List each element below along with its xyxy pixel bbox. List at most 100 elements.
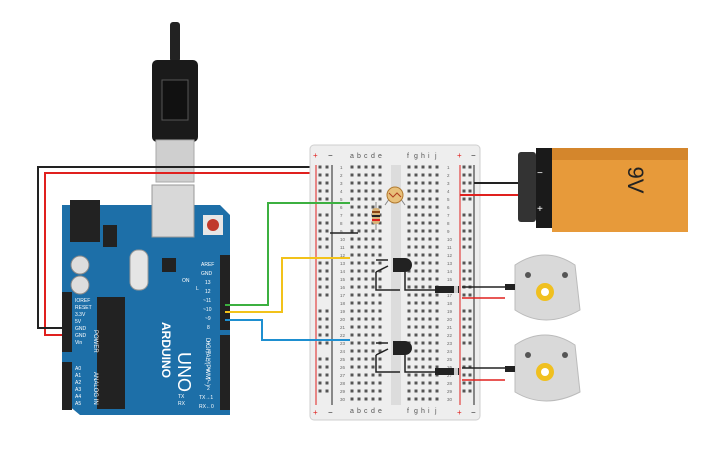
transistor-2[interactable] xyxy=(375,341,412,356)
breadboard-hole[interactable] xyxy=(421,277,425,281)
breadboard-hole[interactable] xyxy=(364,333,368,337)
breadboard-hole[interactable] xyxy=(378,397,382,401)
breadboard-rail-hole[interactable] xyxy=(318,325,322,329)
breadboard-hole[interactable] xyxy=(435,341,439,345)
breadboard-rail-hole[interactable] xyxy=(468,381,472,385)
breadboard-hole[interactable] xyxy=(378,181,382,185)
breadboard-rail-hole[interactable] xyxy=(325,237,329,241)
breadboard-hole[interactable] xyxy=(421,285,425,289)
breadboard-rail-hole[interactable] xyxy=(325,197,329,201)
breadboard-hole[interactable] xyxy=(378,165,382,169)
breadboard-hole[interactable] xyxy=(371,301,375,305)
breadboard-hole[interactable] xyxy=(371,325,375,329)
breadboard-hole[interactable] xyxy=(414,261,418,265)
breadboard-hole[interactable] xyxy=(435,317,439,321)
breadboard-hole[interactable] xyxy=(421,309,425,313)
breadboard-rail-hole[interactable] xyxy=(462,365,466,369)
breadboard-hole[interactable] xyxy=(378,237,382,241)
breadboard-rail-hole[interactable] xyxy=(468,373,472,377)
breadboard-hole[interactable] xyxy=(378,325,382,329)
breadboard-rail-hole[interactable] xyxy=(318,285,322,289)
breadboard-rail-hole[interactable] xyxy=(318,245,322,249)
arduino-uno-board[interactable]: ARDUINO UNO POWER ANALOG IN DIGITAL (PWM… xyxy=(62,184,230,415)
breadboard-hole[interactable] xyxy=(428,189,432,193)
breadboard-hole[interactable] xyxy=(378,333,382,337)
breadboard-rail-hole[interactable] xyxy=(325,357,329,361)
breadboard-hole[interactable] xyxy=(435,229,439,233)
breadboard-hole[interactable] xyxy=(350,229,354,233)
breadboard-hole[interactable] xyxy=(428,173,432,177)
breadboard-hole[interactable] xyxy=(364,173,368,177)
breadboard-hole[interactable] xyxy=(371,229,375,233)
breadboard-rail-hole[interactable] xyxy=(462,317,466,321)
breadboard-hole[interactable] xyxy=(407,173,411,177)
breadboard-hole[interactable] xyxy=(414,173,418,177)
wire-transistor2-diode2[interactable] xyxy=(404,355,435,373)
breadboard-hole[interactable] xyxy=(421,221,425,225)
breadboard-hole[interactable] xyxy=(350,237,354,241)
breadboard-hole[interactable] xyxy=(364,189,368,193)
breadboard-hole[interactable] xyxy=(407,317,411,321)
breadboard-rail-hole[interactable] xyxy=(462,357,466,361)
breadboard-hole[interactable] xyxy=(407,301,411,305)
breadboard-hole[interactable] xyxy=(407,181,411,185)
breadboard-hole[interactable] xyxy=(414,269,418,273)
breadboard-hole[interactable] xyxy=(435,357,439,361)
breadboard-hole[interactable] xyxy=(414,181,418,185)
wire-blue-pin10[interactable] xyxy=(225,319,350,341)
breadboard-rail-hole[interactable] xyxy=(325,309,329,313)
breadboard-hole[interactable] xyxy=(371,261,375,265)
breadboard-hole[interactable] xyxy=(421,181,425,185)
breadboard-hole[interactable] xyxy=(364,229,368,233)
breadboard-rail-hole[interactable] xyxy=(462,189,466,193)
breadboard-rail-hole[interactable] xyxy=(318,341,322,345)
breadboard-hole[interactable] xyxy=(350,205,354,209)
breadboard-rail-hole[interactable] xyxy=(468,189,472,193)
breadboard-hole[interactable] xyxy=(371,237,375,241)
breadboard-hole[interactable] xyxy=(378,269,382,273)
breadboard-rail-hole[interactable] xyxy=(468,197,472,201)
breadboard-hole[interactable] xyxy=(371,373,375,377)
breadboard-hole[interactable] xyxy=(371,365,375,369)
wire-red-5v[interactable] xyxy=(44,172,330,336)
breadboard-hole[interactable] xyxy=(435,205,439,209)
breadboard-hole[interactable] xyxy=(378,261,382,265)
breadboard-hole[interactable] xyxy=(350,221,354,225)
breadboard-hole[interactable] xyxy=(435,269,439,273)
breadboard-hole[interactable] xyxy=(414,373,418,377)
breadboard-hole[interactable] xyxy=(350,213,354,217)
breadboard-hole[interactable] xyxy=(371,165,375,169)
breadboard-hole[interactable] xyxy=(407,205,411,209)
breadboard-hole[interactable] xyxy=(378,221,382,225)
breadboard-hole[interactable] xyxy=(350,349,354,353)
breadboard-rail-hole[interactable] xyxy=(325,181,329,185)
breadboard-hole[interactable] xyxy=(350,165,354,169)
breadboard-hole[interactable] xyxy=(371,181,375,185)
breadboard-hole[interactable] xyxy=(435,325,439,329)
breadboard-hole[interactable] xyxy=(357,301,361,305)
breadboard-hole[interactable] xyxy=(421,373,425,377)
breadboard-hole[interactable] xyxy=(414,277,418,281)
breadboard-rail-hole[interactable] xyxy=(468,341,472,345)
breadboard-rail-hole[interactable] xyxy=(325,165,329,169)
breadboard-hole[interactable] xyxy=(364,285,368,289)
breadboard-hole[interactable] xyxy=(378,277,382,281)
breadboard-hole[interactable] xyxy=(364,317,368,321)
breadboard-hole[interactable] xyxy=(350,245,354,249)
breadboard-rail-hole[interactable] xyxy=(462,325,466,329)
breadboard-hole[interactable] xyxy=(435,277,439,281)
breadboard-hole[interactable] xyxy=(371,269,375,273)
breadboard-rail-hole[interactable] xyxy=(318,173,322,177)
breadboard-hole[interactable] xyxy=(364,245,368,249)
breadboard-rail-hole[interactable] xyxy=(468,357,472,361)
breadboard-hole[interactable] xyxy=(428,397,432,401)
breadboard-hole[interactable] xyxy=(378,285,382,289)
breadboard-hole[interactable] xyxy=(378,189,382,193)
wire-transistor1-gnd[interactable] xyxy=(375,272,400,291)
breadboard-hole[interactable] xyxy=(364,373,368,377)
breadboard-rail-hole[interactable] xyxy=(318,317,322,321)
breadboard-hole[interactable] xyxy=(357,165,361,169)
breadboard-hole[interactable] xyxy=(357,229,361,233)
breadboard-hole[interactable] xyxy=(364,301,368,305)
breadboard-hole[interactable] xyxy=(407,309,411,313)
